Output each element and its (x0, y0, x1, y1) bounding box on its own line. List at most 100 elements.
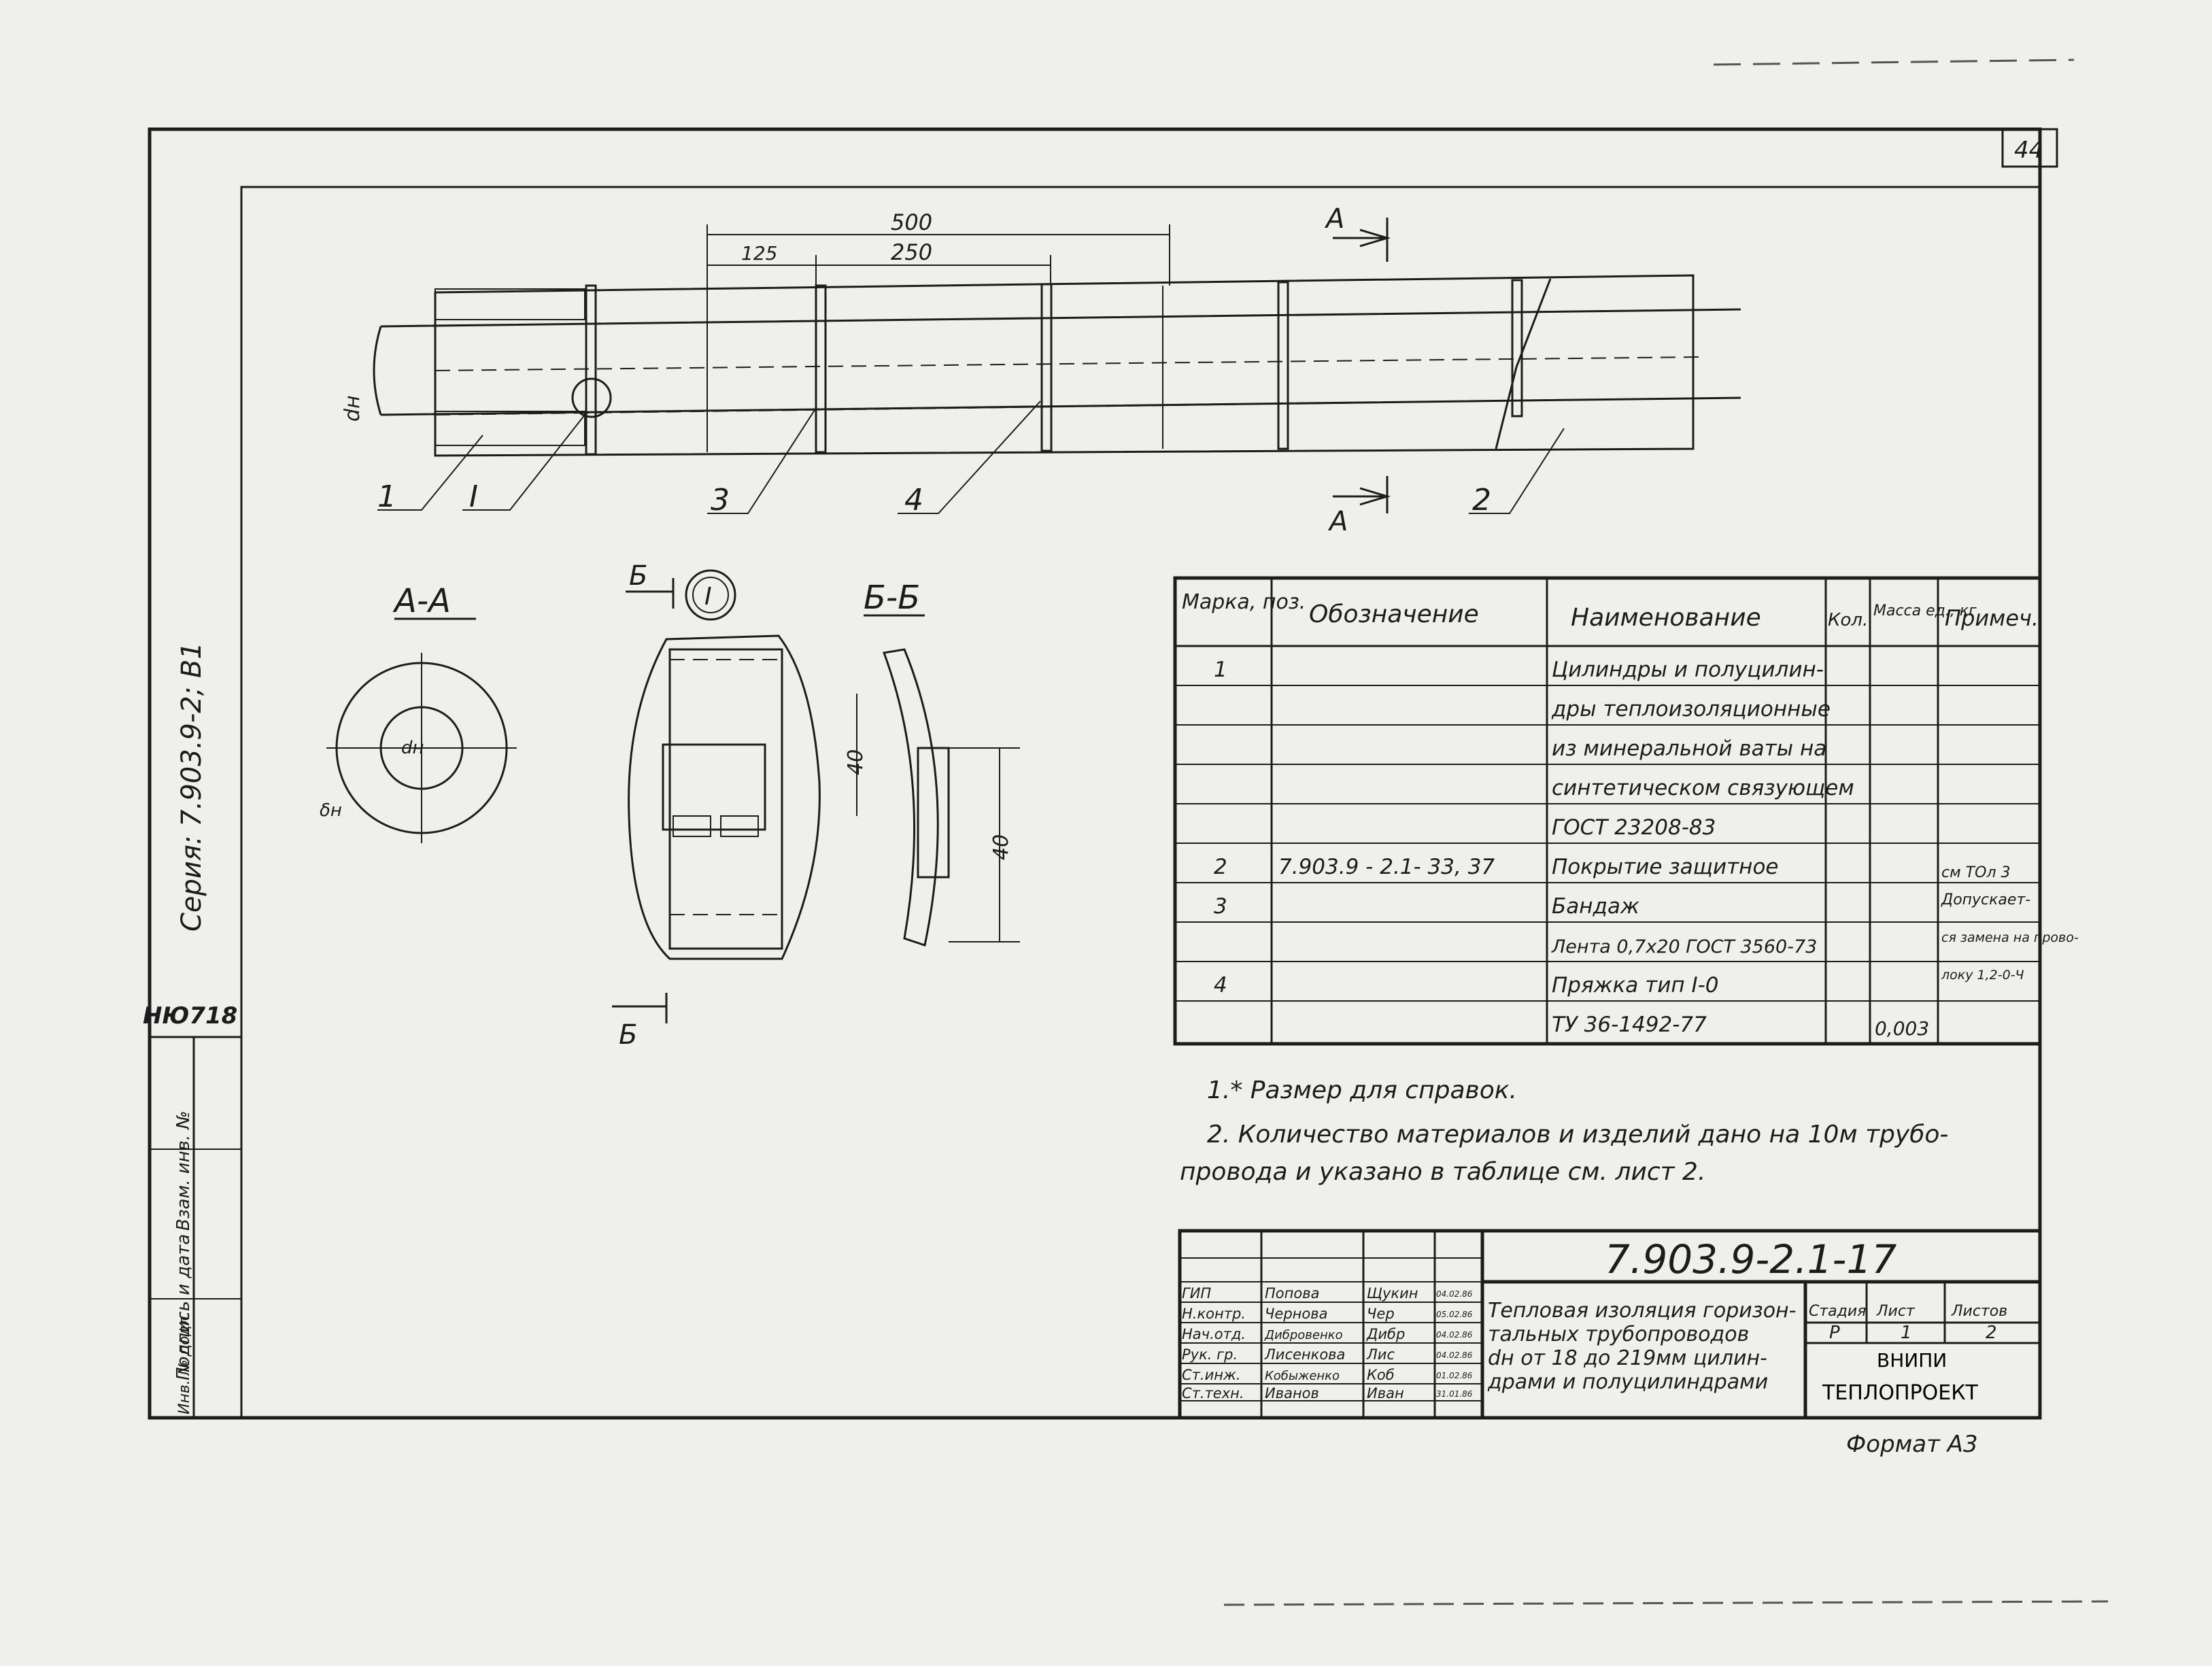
leader-1 (377, 435, 483, 511)
band-3 (1040, 283, 1053, 452)
dim-125: 125 (741, 242, 777, 265)
row-2-name: дры теплоизоляционные (1551, 697, 1831, 721)
row-9-mark: 4 (1214, 973, 1227, 998)
person-4-sign: Лис (1366, 1346, 1395, 1363)
view-bb-label: Б-Б (864, 579, 920, 617)
person-3-name: Дибровенко (1264, 1328, 1343, 1342)
leader-label-i: I (469, 479, 478, 514)
detail-circle-inner (692, 577, 729, 613)
row-1-name: Цилиндры и полуцилин- (1552, 658, 1824, 682)
person-6-date: 31.01.86 (1436, 1389, 1473, 1399)
row-7-note: Допускает- (1941, 891, 2030, 908)
person-6-role: Ст.техн. (1182, 1385, 1244, 1401)
dim-250: 250 (891, 239, 932, 265)
row-lines (1175, 685, 2040, 1002)
band-4 (1277, 281, 1289, 450)
person-5-date: 01.02.86 (1436, 1371, 1473, 1380)
dim-40-b: 40 (989, 834, 1013, 860)
view-b-top-label: Б (629, 560, 647, 592)
row-6-mark: 2 (1214, 855, 1227, 879)
tb-person-rows (1180, 1257, 1482, 1401)
bb-buckle (917, 747, 950, 879)
person-1-sign: Щукин (1367, 1285, 1418, 1302)
person-3-role: Нач.отд. (1182, 1326, 1246, 1342)
scan-artifact-top (1713, 58, 2075, 66)
section-dn-label: dн (401, 738, 424, 758)
header-designation: Обозначение (1309, 600, 1479, 628)
person-2-name: Чернова (1265, 1306, 1327, 1322)
band-5 (1511, 279, 1523, 418)
band-1 (585, 284, 597, 456)
section-arrow-bottom (1333, 476, 1391, 513)
person-5-name: Кобыженко (1265, 1369, 1340, 1383)
person-5-sign: Коб (1367, 1367, 1395, 1383)
note-2a: 2. Количество материалов и изделий дано … (1207, 1121, 1948, 1149)
row-10-name: ТУ 36-1492-77 (1552, 1013, 1707, 1037)
sheet-header: Лист (1876, 1303, 1916, 1320)
row-6-note: см ТОл 3 (1941, 864, 2011, 881)
stage-header: Стадия (1809, 1303, 1866, 1320)
format-label: Формат А3 (1846, 1431, 1978, 1458)
leader-3 (707, 407, 817, 514)
stage-value: Р (1829, 1323, 1840, 1343)
title-line-1: Тепловая изоляция горизон- (1488, 1299, 1797, 1323)
bb-shell (882, 648, 939, 947)
row-6-designation: 7.903.9 - 2.1- 33, 37 (1278, 855, 1495, 879)
section-delta-label: δн (320, 800, 342, 821)
header-name: Наименование (1571, 604, 1761, 632)
row-7-mark: 3 (1214, 894, 1227, 919)
row-4-name: синтетическом связующем (1552, 776, 1854, 800)
person-3-date: 04.02.86 (1436, 1330, 1473, 1340)
tb-people: ГИП Попова Щукин 04.02.86 Н.контр. Черно… (1182, 1285, 1473, 1401)
person-2-sign: Чер (1367, 1306, 1395, 1322)
bandage-bands (585, 279, 1523, 456)
row-9-name: Пряжка тип I-0 (1552, 973, 1719, 998)
row-7-name: Бандаж (1552, 894, 1639, 919)
pipe-outline (380, 308, 1741, 416)
person-5-role: Ст.инж. (1182, 1367, 1241, 1383)
detail-i-callout (571, 377, 612, 418)
title-line-3: dн от 18 до 219мм цилин- (1488, 1346, 1767, 1370)
row-10-mass: 0,003 (1875, 1017, 1929, 1040)
section-bb: Б-Б 40 40 (844, 579, 1020, 947)
leader-4 (898, 401, 1041, 514)
row-8-note: ся замена на прово- (1941, 930, 2079, 945)
row-6-name: Покрытие защитное (1552, 855, 1778, 879)
sheet-number-box (2001, 128, 2058, 168)
row-3-name: из минеральной ваты на (1552, 736, 1826, 761)
cover-break-line (1495, 278, 1552, 449)
insulation-section-bottom (435, 411, 585, 446)
header-note: Примеч. (1945, 605, 2039, 631)
view-b-arrow-top (626, 578, 675, 609)
header-mass: Масса ед., кг (1873, 602, 1977, 619)
pipe-axis (435, 356, 1701, 371)
sheets-value: 2 (1986, 1323, 1997, 1343)
stamp-label-1: Взам. инв. № (173, 1110, 194, 1231)
inventory-number: НЮ718 (143, 1002, 237, 1030)
view-b-arrow-bottom (612, 993, 668, 1023)
section-aa: А-А dн δн (320, 582, 517, 843)
person-4-role: Рук. гр. (1182, 1346, 1238, 1363)
pipe-end (373, 326, 382, 415)
row-5-name: ГОСТ 23208-83 (1552, 815, 1716, 840)
person-3-sign: Дибр (1366, 1326, 1405, 1342)
sheets-header: Листов (1951, 1303, 2007, 1320)
notes: 1.* Размер для справок. 2. Количество ма… (1180, 1076, 1948, 1186)
section-label-bottom: А (1327, 506, 1348, 537)
header-qty: Кол. (1828, 610, 1868, 630)
insulation-outline (434, 274, 1695, 457)
doc-code: 7.903.9-2.1-17 (1605, 1236, 1896, 1282)
detail-circle (685, 569, 736, 621)
title-block-border (1178, 1229, 2042, 1420)
leader-label-1: 1 (377, 479, 396, 514)
sheet-value: 1 (1901, 1323, 1912, 1343)
series-label: Серия: 7.903.9-2; В1 (176, 642, 207, 932)
leader-label-2: 2 (1472, 483, 1491, 517)
view-b-bottom-label: Б (619, 1019, 637, 1051)
row-8-name: Лента 0,7х20 ГОСТ 3560-73 (1551, 936, 1817, 957)
person-1-date: 04.02.86 (1436, 1289, 1473, 1299)
stamp-label-3: Инв. № подл. (176, 1311, 193, 1414)
dim-dn: dн (341, 395, 364, 422)
section-label-top: А (1324, 203, 1344, 235)
